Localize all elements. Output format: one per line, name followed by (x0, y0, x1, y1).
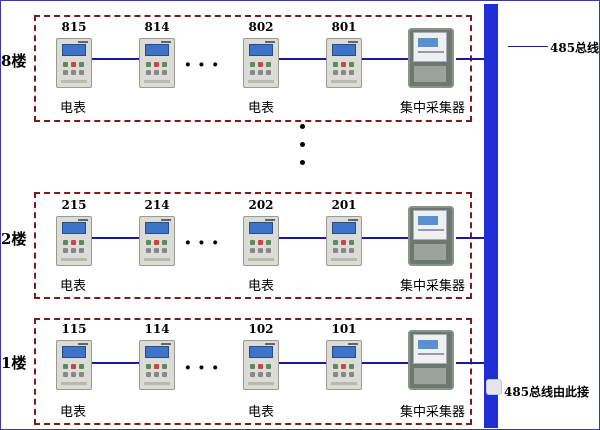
electric-meter-icon (139, 216, 175, 266)
meter-number: 115 (61, 322, 87, 336)
wire (92, 362, 140, 364)
electric-meter-icon (243, 216, 279, 266)
floor-2-box (34, 192, 472, 299)
floor-1-box (34, 318, 472, 425)
meter-caption: 电表 (248, 279, 275, 294)
floor-8-label: 8楼 (1, 52, 27, 70)
electric-meter-icon (139, 340, 175, 390)
watermark-icon (486, 379, 502, 395)
meter-number: 215 (61, 198, 87, 212)
electric-meter-icon (56, 216, 92, 266)
meter-caption: 电表 (60, 405, 87, 420)
meter-number: 101 (331, 322, 357, 336)
collector-to-bus-wire (456, 58, 484, 60)
electric-meter-icon (56, 340, 92, 390)
meter-number: 802 (248, 20, 274, 34)
electric-meter-icon (326, 216, 362, 266)
wire (362, 58, 410, 60)
electric-meter-icon (139, 38, 175, 88)
floor-1-label: 1楼 (1, 354, 27, 372)
bus-label-leader (508, 46, 548, 47)
collector-to-bus-wire (456, 362, 484, 364)
data-collector-icon (408, 28, 454, 88)
wire (279, 58, 327, 60)
meter-number: 202 (248, 198, 274, 212)
electric-meter-icon (243, 38, 279, 88)
collector-caption: 集中采集器 (400, 279, 466, 294)
meter-number: 815 (61, 20, 87, 34)
collector-caption: 集中采集器 (400, 405, 466, 420)
wire (362, 362, 410, 364)
vertical-ellipsis-dots (300, 124, 306, 178)
electric-meter-icon (326, 38, 362, 88)
meter-number: 814 (144, 20, 170, 34)
collector-to-bus-wire (456, 237, 484, 239)
meter-number: 801 (331, 20, 357, 34)
meter-caption: 电表 (248, 405, 275, 420)
meter-caption: 电表 (60, 279, 87, 294)
data-collector-icon (408, 206, 454, 266)
wire (362, 237, 410, 239)
wire (92, 58, 140, 60)
bus-label-bottom: 485总线由此接 (504, 385, 590, 399)
meter-number: 102 (248, 322, 274, 336)
meter-number: 201 (331, 198, 357, 212)
wire (279, 237, 327, 239)
ellipsis-dots: ··· (184, 230, 225, 256)
floor-8-box (34, 15, 472, 122)
electric-meter-icon (243, 340, 279, 390)
data-collector-icon (408, 330, 454, 390)
collector-caption: 集中采集器 (400, 101, 466, 116)
bus-label-top: 485总线 (550, 41, 600, 55)
floor-2-label: 2楼 (1, 230, 27, 248)
meter-number: 114 (144, 322, 170, 336)
rs485-bus-bar (484, 4, 498, 428)
electric-meter-icon (326, 340, 362, 390)
wire (92, 237, 140, 239)
meter-caption: 电表 (60, 101, 87, 116)
ellipsis-dots: ··· (184, 355, 225, 381)
meter-number: 214 (144, 198, 170, 212)
wire (279, 362, 327, 364)
meter-caption: 电表 (248, 101, 275, 116)
electric-meter-icon (56, 38, 92, 88)
ellipsis-dots: ··· (184, 52, 225, 78)
